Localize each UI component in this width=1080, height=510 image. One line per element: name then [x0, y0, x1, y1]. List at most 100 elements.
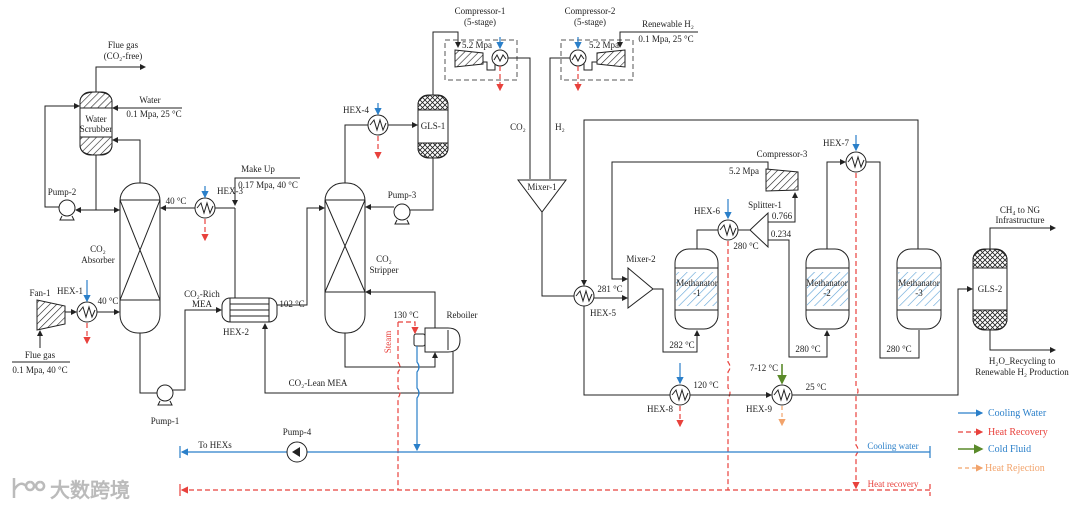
- flue-gas-out-stream: [95, 64, 146, 92]
- compressor-3-label: Compressor-3: [757, 149, 808, 159]
- pump-3-icon: [393, 203, 411, 225]
- legend: Cooling Water Heat Recovery Cold Fluid H…: [958, 408, 1048, 474]
- hex-4-label: HEX-4: [343, 105, 369, 115]
- hex-5-label: HEX-5: [590, 308, 616, 318]
- pump-1-icon: [156, 384, 174, 406]
- mixer2-to-methanator1: [653, 288, 700, 353]
- cooling-water-header-label: Cooling water: [867, 441, 918, 451]
- gls1-bottom-stream: [410, 158, 434, 211]
- water-label: Water: [139, 95, 160, 105]
- hex-6-temp: 280 °C: [733, 241, 758, 251]
- flue-gas-out-label: Flue gas: [108, 40, 139, 50]
- heat-recovery-header: [182, 484, 931, 496]
- cold-fluid-temp: 7-12 °C: [750, 363, 778, 373]
- splitter-1-label: Splitter-1: [748, 200, 782, 210]
- pump-4-arrow-icon: [292, 447, 300, 457]
- methanator-1: Methanator -1: [674, 248, 719, 330]
- h2o-label-2: Renewable H₂ Production: [975, 367, 1069, 377]
- rich-mea-label-2: MEA: [192, 299, 213, 309]
- legend-label: Heat Rejection: [985, 463, 1045, 474]
- methanator2-outlet: [826, 159, 846, 249]
- to-hexs-label: To HEXs: [198, 440, 232, 450]
- methanator-2-inlet-temp: 280 °C: [795, 344, 820, 354]
- legend-label: Cold Fluid: [988, 444, 1031, 455]
- ch4-outlet: [989, 225, 1056, 249]
- steam-inlet: [398, 321, 419, 335]
- hex-2-temp: 102 °C: [279, 299, 304, 309]
- scrubber-label-2: Scrubber: [80, 124, 113, 134]
- methanator-1-number: -1: [693, 288, 701, 298]
- compressor-3-icon: [765, 168, 799, 192]
- methanator-1-inlet-temp: 282 °C: [669, 340, 694, 350]
- methanator3-product-loop: [581, 119, 919, 286]
- hex-8-label: HEX-8: [647, 404, 673, 414]
- hex6-heat-recovery: [727, 241, 731, 490]
- methanator-2-label: Methanator: [806, 278, 847, 288]
- reboiler: [413, 327, 461, 353]
- makeup-stream: [232, 177, 300, 206]
- legend-label: Heat Recovery: [988, 427, 1048, 438]
- hex-3-icon: [194, 197, 216, 219]
- pump-3-label: Pump-3: [388, 190, 417, 200]
- h2o-label: H₂O_Recycling to: [989, 356, 1056, 366]
- compressor-2-cooler-icon: [569, 49, 587, 67]
- co2-label: CO₂: [510, 122, 526, 132]
- hex-8-icon: [669, 384, 691, 406]
- ch4-label: CH₄ to NG: [1000, 205, 1041, 215]
- hex-3-label: HEX-3: [217, 186, 243, 196]
- split-fraction-recycle: 0.766: [772, 211, 793, 221]
- absorber-top-stream: [112, 137, 141, 183]
- stripper-bottom-stream: [344, 333, 438, 368]
- mixer1-outlet: [541, 212, 574, 297]
- compressor-2-stage: (5-stage): [574, 17, 606, 27]
- reboiler-vapor-return: [365, 289, 436, 328]
- h2-inlet-stream: [617, 31, 698, 48]
- flue-gas-in-condition: 0.1 Mpa, 40 °C: [12, 365, 67, 375]
- compressor-1-label: Compressor-1: [455, 6, 506, 16]
- compressor-1-icon: [454, 49, 484, 68]
- legend-label: Cooling Water: [988, 408, 1047, 419]
- h2o-outlet: [989, 330, 1056, 353]
- ch4-label-2: Infrastructure: [996, 215, 1045, 225]
- watermark: 大数跨境: [12, 478, 130, 502]
- hex7-heat-recovery: [852, 173, 860, 490]
- water-condition: 0.1 Mpa, 25 °C: [126, 109, 181, 119]
- absorber-label: CO₂: [90, 244, 106, 254]
- hex-9-temp: 25 °C: [806, 382, 827, 392]
- hex9-to-gls2: [792, 286, 973, 396]
- methanator-3-inlet-temp: 280 °C: [886, 344, 911, 354]
- water-scrubber: Water Scrubber: [79, 91, 113, 156]
- h2-inlet-label: Renewable H₂: [642, 19, 694, 29]
- reboiler-condensate: [413, 346, 421, 452]
- methanator-3-number: -3: [915, 288, 923, 298]
- compressor-1-link: [483, 61, 496, 71]
- methanator-3-label: Methanator: [898, 278, 939, 288]
- hex-7-icon: [845, 151, 867, 173]
- methanator-2: Methanator -2: [805, 248, 850, 330]
- compressor-2-pressure: 5.2 Mpa: [589, 40, 619, 50]
- hex-9-label: HEX-9: [746, 404, 772, 414]
- reboiler-temp: 130 °C: [393, 310, 418, 320]
- steam-line: [397, 322, 401, 490]
- gls-2: [972, 248, 1008, 331]
- stripper-label: CO₂: [376, 254, 392, 264]
- hex-4-icon: [367, 114, 389, 136]
- mixer-1-label: Mixer-1: [527, 182, 556, 192]
- co2-stripper: [324, 182, 366, 334]
- co2-line: [508, 57, 531, 179]
- watermark-text: 大数跨境: [50, 478, 130, 502]
- hex-1-temp: 40 °C: [98, 296, 119, 306]
- hex-9-icon: [771, 384, 793, 406]
- h2-label: H₂: [555, 122, 565, 132]
- lean-mea-label: CO₂-Lean MEA: [289, 378, 348, 388]
- compressor-2-link: [583, 61, 597, 71]
- reboiler-label: Reboiler: [447, 310, 478, 320]
- rich-mea-stream: [139, 333, 157, 394]
- hex-2-label: HEX-2: [223, 327, 249, 337]
- mixer-2-icon: [627, 266, 654, 310]
- compressor-1-pressure: 5.2 Mpa: [462, 40, 492, 50]
- compressor-2-box: [560, 39, 634, 81]
- split-fraction-forward: 0.234: [771, 229, 792, 239]
- flue-gas-out-label-2: (CO₂-free): [104, 51, 143, 61]
